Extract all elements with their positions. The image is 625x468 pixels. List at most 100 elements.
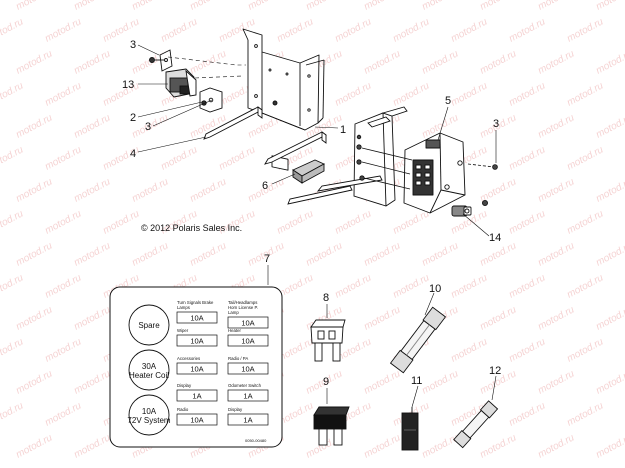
fuse-box [403, 132, 466, 214]
watermark-text: motod.ru [130, 0, 170, 13]
watermark-text: motod.ru [507, 400, 547, 428]
relay [165, 68, 197, 98]
glass-fuse-small [453, 400, 499, 449]
callout-14: 14 [489, 232, 501, 244]
watermark-text: motod.ru [188, 48, 228, 76]
watermark-text: motod.ru [507, 80, 547, 108]
watermark-text: motod.ru [14, 432, 54, 460]
watermark-text: motod.ru [43, 144, 83, 172]
label-slot-amp: 1A [192, 392, 201, 401]
watermark-text: motod.ru [333, 272, 373, 300]
watermark-text: motod.ru [478, 0, 518, 13]
label-slot-name: Odometer Switch [228, 383, 262, 388]
glass-fuse-large [389, 306, 447, 374]
watermark-text: motod.ru [275, 16, 315, 44]
label-slot-name: Heater [228, 328, 241, 333]
callout-11: 11 [411, 375, 422, 387]
connector [451, 205, 472, 217]
watermark-text: motod.ru [14, 176, 54, 204]
watermark-text: motod.ru [449, 272, 489, 300]
label-slot-box [227, 389, 269, 402]
label-slot-box [176, 362, 218, 375]
label-slot-name: Display [228, 407, 243, 412]
label-part-number: 0050-00480 [245, 438, 267, 443]
label-circle-ring [128, 304, 170, 346]
callout-6: 6 [262, 180, 268, 192]
watermark-text: motod.ru [0, 16, 26, 44]
watermark-text: motod.ru [188, 240, 228, 268]
callout-12: 12 [489, 365, 501, 377]
watermark-text: motod.ru [43, 80, 83, 108]
callout-3-right: 3 [493, 118, 499, 130]
maxi-fuse [313, 406, 350, 446]
watermark-text: motod.ru [130, 240, 170, 268]
watermark-text: motod.ru [420, 48, 460, 76]
bracket-lower-arm [264, 131, 327, 165]
label-slot-box [176, 389, 218, 402]
watermark-text: motod.ru [0, 272, 26, 300]
watermark-text: motod.ru [362, 48, 402, 76]
watermark-text: motod.ru [43, 400, 83, 428]
watermark-text: motod.ru [14, 112, 54, 140]
screws [356, 134, 498, 206]
callout-9: 9 [323, 376, 329, 388]
label-slot-box [227, 362, 269, 375]
watermark-text: motod.ru [14, 48, 54, 76]
watermark-text: motod.ru [72, 432, 112, 460]
label-circle-line2: 72V System [127, 416, 170, 425]
watermark-text: motod.ru [536, 176, 576, 204]
label-slot-amp: 10A [241, 319, 254, 328]
watermark-text: motod.ru [507, 16, 547, 44]
label-circle: Spare [128, 304, 170, 346]
watermark-text: motod.ru [478, 432, 518, 460]
label-slot-name: Turn Signals Brake [177, 300, 214, 305]
watermark-text: motod.ru [333, 80, 373, 108]
watermark-text: motod.ru [565, 208, 605, 236]
watermark-text: motod.ru [594, 112, 625, 140]
watermark-text: motod.ru [507, 208, 547, 236]
watermark-text: motod.ru [333, 16, 373, 44]
watermark-text: motod.ru [130, 176, 170, 204]
callouts: 3 13 2 3 4 1 5 3 6 14 7 8 10 9 11 12 [122, 39, 501, 388]
watermark-text: motod.ru [159, 16, 199, 44]
callout-3-mid: 3 [145, 121, 151, 133]
watermark-text: motod.ru [14, 240, 54, 268]
callout-13: 13 [122, 79, 134, 91]
label-slot-amp: 10A [190, 416, 203, 425]
copyright-text: © 2012 Polaris Sales Inc. [141, 223, 242, 233]
watermark-text: motod.ru [536, 48, 576, 76]
watermark-text: motod.ru [0, 208, 26, 236]
label-slot-name: Radio / PA [228, 356, 248, 361]
label-slot-name: Wiper [177, 328, 189, 333]
watermark-text: motod.ru [594, 176, 625, 204]
watermark-text: motod.ru [420, 432, 460, 460]
label-slot-amp: 1A [243, 416, 252, 425]
watermark-text: motod.ru [449, 80, 489, 108]
watermark-text: motod.ru [420, 240, 460, 268]
label-circle-line1: 30A [142, 362, 157, 371]
watermark-text: motod.ru [14, 0, 54, 13]
watermark-text: motod.ru [391, 272, 431, 300]
watermark-text: motod.ru [478, 240, 518, 268]
watermark-text: motod.ru [72, 112, 112, 140]
watermark-text: motod.ru [565, 144, 605, 172]
watermark-text: motod.ru [536, 240, 576, 268]
label-circle-ring [128, 349, 170, 391]
label-slot-box [176, 311, 218, 324]
watermark-text: motod.ru [159, 144, 199, 172]
watermark-text: motod.ru [565, 272, 605, 300]
label-slot-box [227, 413, 269, 426]
fuse-label-slots: Turn Signals BrakeLamps10ATail/Headlamps… [176, 300, 269, 426]
watermark-text: motod.ru [0, 144, 26, 172]
callout-4: 4 [130, 148, 136, 160]
watermark-text: motod.ru [362, 368, 402, 396]
label-slot-name: Display [177, 383, 192, 388]
